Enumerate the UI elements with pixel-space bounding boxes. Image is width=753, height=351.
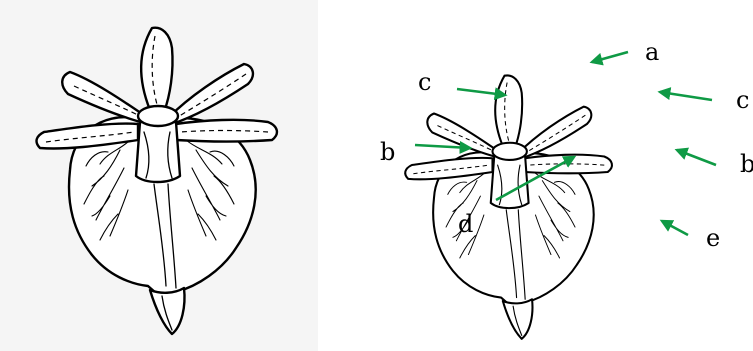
label-d: d: [458, 212, 473, 236]
label-a: a: [645, 40, 659, 64]
labeled-orchid-panel: [318, 0, 753, 351]
orchid-flower-drawing-icon: [318, 0, 753, 351]
label-c-right: c: [736, 88, 749, 112]
label-e: e: [706, 226, 720, 250]
label-b-left: b: [380, 140, 395, 164]
label-b-right: b: [740, 152, 753, 176]
orchid-flower-drawing-icon: [0, 0, 318, 351]
label-c-left: c: [418, 70, 431, 94]
unlabeled-orchid-panel: [0, 0, 318, 351]
